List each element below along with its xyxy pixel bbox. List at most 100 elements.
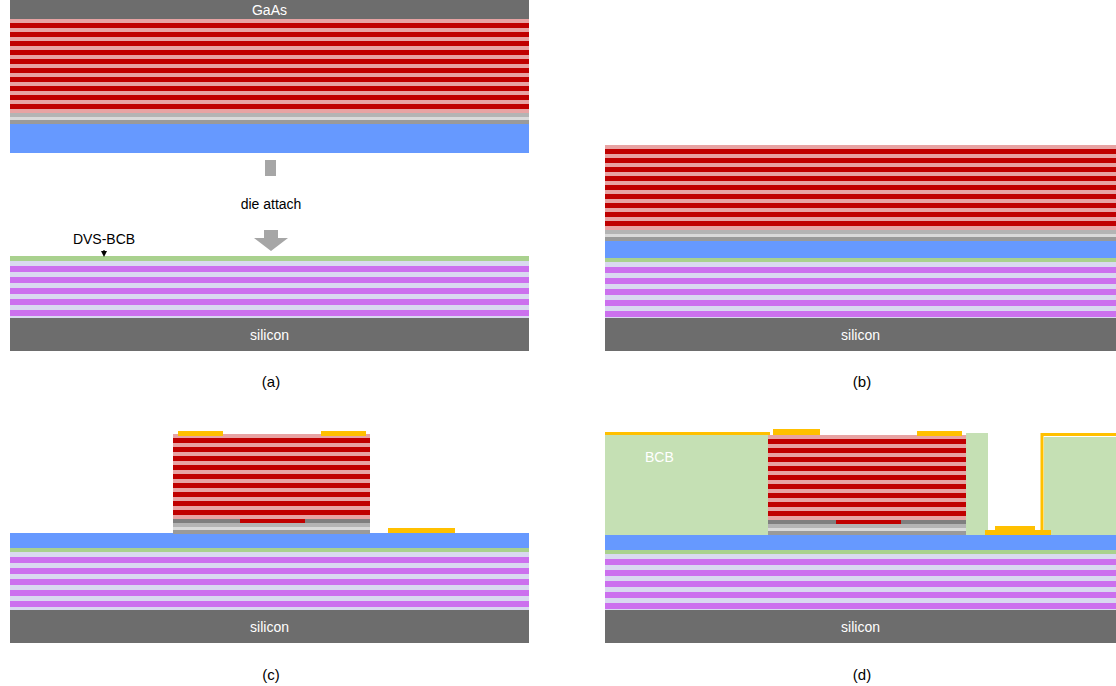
- layer: [10, 41, 529, 46]
- layer: [173, 438, 370, 443]
- layer: [605, 203, 1116, 208]
- layer: [173, 497, 370, 501]
- layer: [10, 109, 529, 113]
- layer: [605, 208, 1116, 212]
- layer: [605, 284, 1116, 289]
- layer: [605, 163, 1116, 167]
- layer: [966, 433, 988, 535]
- layer: [10, 552, 529, 557]
- layer: [173, 534, 370, 535]
- layer: [10, 117, 529, 120]
- layer: [10, 120, 529, 124]
- layer: [10, 533, 529, 548]
- layer: [605, 190, 1116, 194]
- layer: [605, 587, 1116, 592]
- layer: [173, 510, 370, 515]
- layer: [10, 95, 529, 100]
- layer: [605, 273, 1116, 278]
- layer: [10, 299, 529, 305]
- layer: [10, 46, 529, 50]
- layer: [10, 86, 529, 91]
- layer: [768, 466, 966, 471]
- layer-label: silicon: [250, 327, 289, 343]
- layer: [605, 262, 1116, 267]
- layer: [173, 501, 370, 506]
- layer: [10, 601, 529, 607]
- layer: [173, 488, 370, 492]
- layer: [768, 498, 966, 502]
- layer: [768, 480, 966, 484]
- bcb-block: BCB: [605, 435, 768, 535]
- layer: [10, 277, 529, 283]
- layer-label: silicon: [841, 327, 880, 343]
- layer: [10, 256, 529, 261]
- layer: [173, 519, 370, 523]
- layer: [605, 295, 1116, 300]
- layer: [173, 530, 370, 534]
- panel-label: (c): [262, 666, 280, 683]
- layer: [605, 185, 1116, 190]
- layer: [1044, 437, 1116, 535]
- layer: [10, 100, 529, 104]
- substrate-band: silicon: [10, 610, 529, 643]
- layer: [768, 493, 966, 498]
- layer: [10, 50, 529, 55]
- layer: [605, 234, 1116, 237]
- layer: [10, 28, 529, 32]
- layer: [173, 470, 370, 474]
- layer: [605, 237, 1116, 241]
- layer: [605, 535, 1116, 550]
- layer: [605, 149, 1116, 154]
- layer: [605, 603, 1116, 609]
- layer: [605, 311, 1116, 317]
- layer: [605, 559, 1116, 565]
- layer: [10, 55, 529, 59]
- layer: [605, 145, 1116, 149]
- layer: [10, 82, 529, 86]
- layer: [10, 91, 529, 95]
- layer: [173, 515, 370, 519]
- layer: [605, 554, 1116, 559]
- layer: [605, 212, 1116, 217]
- layer: [10, 104, 529, 109]
- layer: [173, 474, 370, 479]
- layer: [605, 176, 1116, 181]
- layer-label: silicon: [250, 619, 289, 635]
- layer: [10, 23, 529, 28]
- annotation: DVS-BCB: [73, 231, 135, 247]
- layer: [10, 77, 529, 82]
- layer: [10, 288, 529, 294]
- layer: [10, 310, 529, 316]
- layer-label: GaAs: [252, 2, 287, 18]
- layer: [605, 167, 1116, 172]
- layer: [605, 289, 1116, 295]
- layer: [10, 261, 529, 266]
- layer: [173, 527, 370, 530]
- layer: [605, 181, 1116, 185]
- layer: [10, 73, 529, 77]
- layer: [173, 523, 370, 527]
- layer: [768, 475, 966, 480]
- layer: [768, 439, 966, 444]
- substrate-band: silicon: [10, 318, 529, 351]
- layer: [10, 283, 529, 288]
- layer: [768, 524, 966, 528]
- layer: [605, 226, 1116, 230]
- layer: [10, 563, 529, 568]
- layer: [605, 217, 1116, 221]
- layer: [10, 59, 529, 64]
- layer: [173, 452, 370, 456]
- layer: [605, 592, 1116, 598]
- layer: [10, 68, 529, 73]
- layer: [10, 19, 529, 23]
- layer: [768, 502, 966, 507]
- layer: [605, 267, 1116, 273]
- layer: [10, 113, 529, 117]
- layer: [605, 158, 1116, 163]
- layer: [768, 444, 966, 448]
- layer: [768, 453, 966, 457]
- layer: [605, 241, 1116, 258]
- layer: [768, 531, 966, 535]
- layer: [10, 579, 529, 585]
